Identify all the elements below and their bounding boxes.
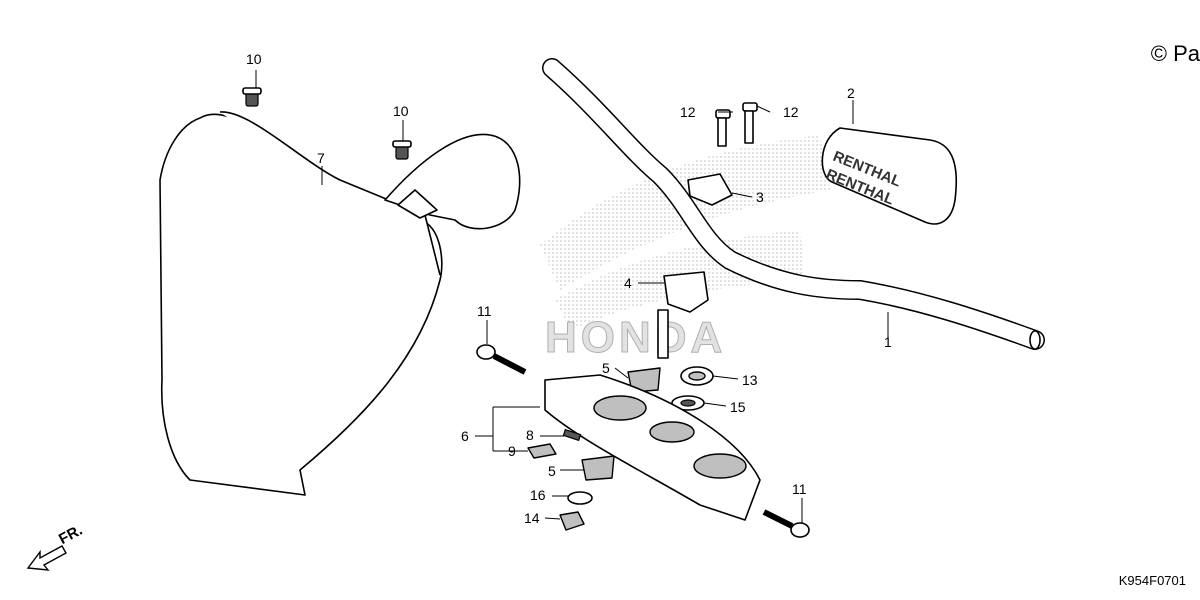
screw-10-right[interactable]	[392, 140, 412, 160]
handlebar-lower-holder[interactable]	[657, 271, 709, 359]
nut-13[interactable]	[680, 366, 714, 386]
callout-11: 11	[792, 481, 807, 497]
pinch-bolt-11-right[interactable]	[762, 509, 810, 538]
top-bridge[interactable]	[544, 374, 761, 521]
callout-13: 13	[742, 372, 758, 388]
callout-10: 10	[393, 103, 409, 119]
copyright-notice: © Pa	[1150, 41, 1200, 66]
callout-6: 6	[461, 428, 469, 444]
drawing-code: K954F0701	[1118, 573, 1186, 588]
callout-7: 7	[317, 150, 325, 166]
rubber-bush-lower[interactable]	[581, 455, 615, 481]
bolt-12-right[interactable]	[742, 102, 758, 144]
honda-watermark-text: HONDA	[545, 313, 726, 362]
plate-9[interactable]	[527, 443, 557, 459]
honda-watermark: HONDA	[540, 135, 830, 363]
nut-14[interactable]	[559, 511, 585, 531]
handlebar-upper-holder[interactable]	[687, 173, 733, 206]
callout-4: 4	[624, 275, 632, 291]
number-plate[interactable]	[159, 111, 521, 496]
handlebar[interactable]	[542, 58, 1045, 350]
callout-10: 10	[246, 51, 262, 67]
bar-pad[interactable]: RENTHAL RENTHAL	[821, 127, 957, 225]
bolt-12-left[interactable]	[715, 109, 731, 147]
callout-5: 5	[602, 360, 610, 376]
callout-16: 16	[530, 487, 546, 503]
callout-8: 8	[526, 427, 534, 443]
callout-11: 11	[477, 303, 492, 319]
pinch-bolt-11-left[interactable]	[476, 344, 527, 375]
collar-8[interactable]	[562, 428, 582, 442]
callout-2: 2	[847, 85, 855, 101]
callout-9: 9	[508, 443, 516, 459]
callout-5: 5	[548, 463, 556, 479]
callout-15: 15	[730, 399, 746, 415]
screw-10-left[interactable]	[242, 87, 262, 107]
callout-3: 3	[756, 189, 764, 205]
washer-16[interactable]	[567, 491, 593, 505]
callout-12: 12	[680, 104, 696, 120]
leader-lines	[255, 70, 889, 523]
callout-1: 1	[884, 334, 892, 350]
front-arrow-icon	[26, 545, 67, 571]
callout-14: 14	[524, 510, 540, 526]
callout-12: 12	[783, 104, 799, 120]
